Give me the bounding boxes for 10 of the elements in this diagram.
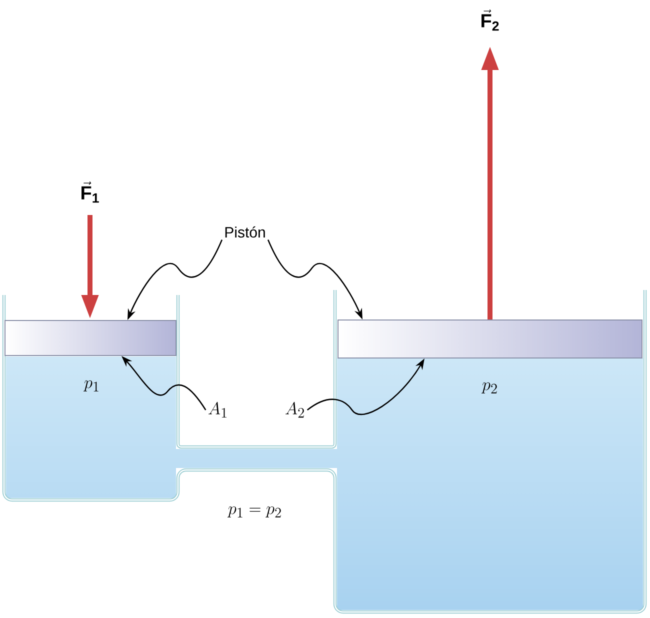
force-label: $\vec{\mathbf{F}}_{\mathbf{1}}$ [82,181,99,203]
piston-bar [4,320,176,356]
pressure-label: $p_2$ [481,382,497,394]
area-label: $A_2$ [285,402,304,418]
piston-bar [338,320,642,358]
part-label: Pistón [225,226,265,238]
area-label: $A_1$ [208,402,226,418]
force-label: $\vec{\mathbf{F}}_{\mathbf{2}}$ [482,9,499,31]
equation: $p_1 = p_2$ [227,506,281,518]
pressure-label: $p_1$ [83,380,98,392]
